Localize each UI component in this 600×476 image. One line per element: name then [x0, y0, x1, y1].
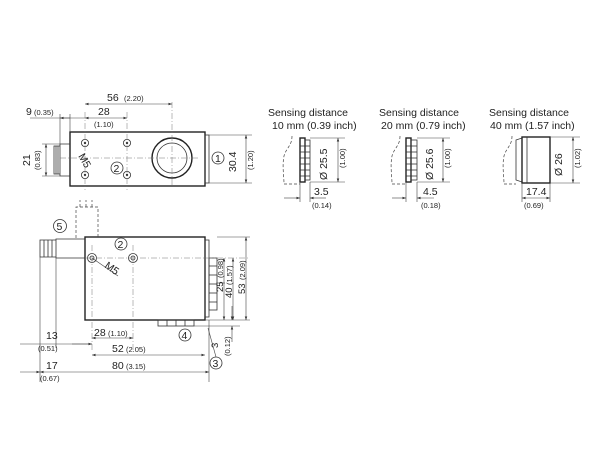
top-connector	[59, 143, 70, 177]
variant-dia-inch-1: (1.00)	[338, 148, 347, 168]
variant-len-inch-3: (0.69)	[524, 201, 544, 210]
dim-30-4-label: 30.4	[227, 151, 239, 172]
variant-title-3: Sensing distance	[489, 107, 569, 119]
dim-80-inch: (3.15)	[126, 362, 146, 371]
dim-30-4-inch: (1.20)	[246, 150, 255, 170]
callout-3-text: 3	[213, 358, 219, 370]
side-connector	[55, 238, 85, 259]
variant-len-2: 4.5	[423, 186, 438, 198]
variant-len-1: 3.5	[314, 186, 329, 198]
rotated-connector	[75, 206, 99, 238]
variant-dia-inch-2: (1.00)	[443, 148, 452, 168]
variant-len-inch-2: (0.18)	[421, 201, 441, 210]
side-view: M5 5 2 4 3 25 (0.98) 40 (1.57) 53 (2.09)…	[20, 200, 250, 383]
callout-1-text: 1	[215, 153, 221, 165]
dim-13-inch: (0.51)	[38, 344, 58, 353]
dim-21-inch: (0.83)	[33, 150, 42, 170]
sensor-head-1	[299, 137, 306, 183]
callout-2-top-text: 2	[114, 163, 120, 175]
variant-dia-3: Ø 26	[553, 153, 565, 176]
dim-56-inch: (2.20)	[124, 94, 144, 103]
variant-40mm: Sensing distance 40 mm (1.57 inch) Ø 26 …	[489, 107, 582, 210]
sensor-head-2	[405, 137, 412, 183]
dim-3-inch: (0.12)	[223, 336, 232, 356]
dim-52-label: 52	[112, 343, 124, 355]
dim-53-inch: (2.09)	[238, 260, 247, 280]
variant-len-inch-1: (0.14)	[312, 201, 332, 210]
variant-dia-1: Ø 25.5	[318, 148, 330, 180]
dim-17-label: 17	[46, 360, 58, 372]
dim-17-inch: (0.67)	[40, 374, 60, 383]
callout-4	[178, 328, 192, 342]
dim-28-label: 28	[98, 106, 110, 118]
dim-53-label: 53	[237, 283, 248, 294]
dim-25-inch: (0.98)	[216, 258, 225, 278]
variant-distance-3: 40 mm (1.57 inch)	[490, 120, 575, 132]
variant-distance-1: 10 mm (0.39 inch)	[272, 120, 357, 132]
dim-9-label: 9	[26, 106, 32, 118]
callout-5	[53, 219, 67, 233]
dim-56-label: 56	[107, 92, 119, 104]
top-thread-label: M5	[75, 152, 93, 171]
top-view: 56 (2.20) 28 (1.10) 9 (0.35) 21 (0.83) M…	[21, 92, 255, 190]
callout-2-side	[114, 237, 128, 251]
callout-4-text: 4	[182, 330, 188, 342]
dim-40-label: 40	[224, 287, 235, 298]
variant-len-3: 17.4	[526, 186, 547, 198]
variant-dia-inch-3: (1.02)	[573, 148, 582, 168]
dim-9-inch: (0.35)	[34, 108, 54, 117]
dim-40-inch: (1.57)	[225, 265, 234, 285]
dim-28-side-label: 28	[94, 327, 106, 339]
variant-10mm: Sensing distance 10 mm (0.39 inch) Ø 25.…	[268, 107, 357, 210]
dim-21-label: 21	[21, 154, 33, 166]
dim-80-label: 80	[112, 360, 124, 372]
variant-20mm: Sensing distance 20 mm (0.79 inch) Ø 25.…	[379, 107, 466, 210]
dim-28-inch: (1.10)	[94, 120, 114, 129]
dim-52-inch: (2.05)	[126, 345, 146, 354]
dim-28-side-inch: (1.10)	[108, 329, 128, 338]
callout-5-text: 5	[57, 221, 63, 233]
dim-3-label: 3	[210, 343, 221, 348]
variant-dia-2: Ø 25.6	[424, 148, 436, 180]
side-view-body	[84, 236, 206, 321]
variant-title-2: Sensing distance	[379, 107, 459, 119]
side-thread-label: M5	[102, 260, 121, 278]
callout-2-top	[110, 161, 124, 175]
variant-title-1: Sensing distance	[268, 107, 348, 119]
callout-1	[211, 151, 225, 165]
variant-distance-2: 20 mm (0.79 inch)	[381, 120, 466, 132]
dim-13-label: 13	[46, 330, 58, 342]
dim-25-label: 25	[215, 281, 226, 292]
callout-2-side-text: 2	[118, 239, 124, 251]
sensor-head-3	[521, 136, 551, 184]
top-view-face	[204, 134, 210, 184]
